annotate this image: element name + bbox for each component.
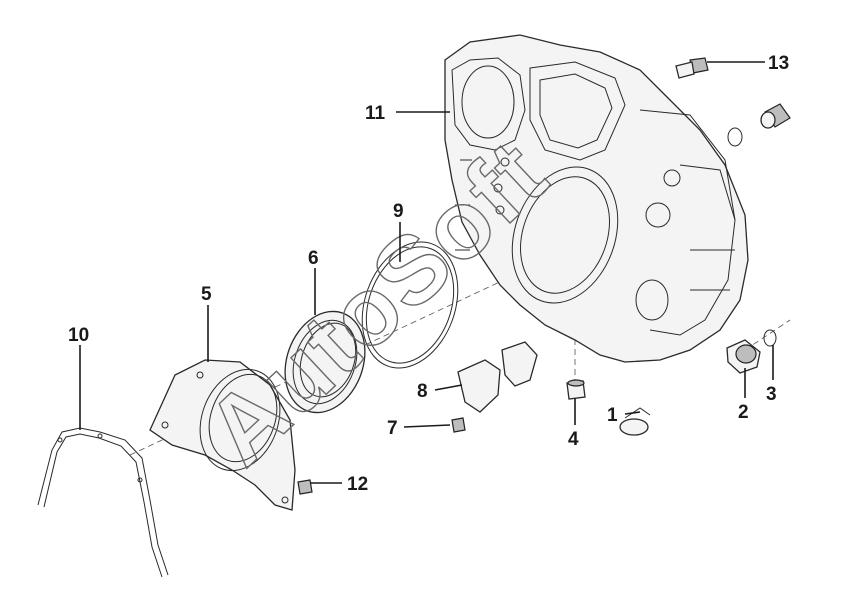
watermark-text: AutoSoft: [186, 120, 567, 486]
callout-12: 12: [347, 474, 368, 495]
callout-3: 3: [766, 384, 777, 405]
leader-1: [624, 411, 641, 415]
plug-2: [726, 339, 761, 374]
gasket-strip-10: [37, 427, 169, 578]
oil-seal-6: [284, 310, 366, 414]
leader-lines: [79, 61, 774, 484]
clamp-1: [619, 407, 651, 436]
bolt-12: [297, 479, 313, 495]
gasket-9-inner: [365, 246, 455, 364]
callout-2: 2: [738, 402, 749, 423]
gasket-9: [361, 241, 459, 369]
callout-7: 7: [387, 418, 398, 439]
callout-10: 10: [68, 325, 89, 346]
callout-labels: 11 13 9 6 5 10 8 7 12 4 1 2 3: [68, 53, 789, 495]
callout-4: 4: [568, 429, 579, 450]
callout-11: 11: [365, 103, 386, 124]
cover-plate-8: [457, 341, 538, 413]
callout-13: 13: [768, 53, 789, 74]
bolt-13: [675, 57, 709, 79]
rubber-plug-4: [566, 379, 586, 400]
bolt-7: [451, 417, 466, 433]
sensor-plug: [760, 103, 791, 129]
assembly-axis-3: [744, 319, 791, 351]
leader-8: [434, 384, 463, 391]
seal-housing-5: [149, 359, 296, 511]
o-ring-sensor: [727, 127, 743, 147]
seal-ring-3: [763, 329, 777, 347]
callout-5: 5: [201, 284, 212, 305]
callout-9: 9: [393, 201, 404, 222]
callout-8: 8: [417, 381, 428, 402]
callout-1: 1: [607, 405, 618, 426]
leader-7: [403, 424, 451, 428]
flywheel-housing: [444, 34, 749, 363]
callout-6: 6: [308, 248, 319, 269]
